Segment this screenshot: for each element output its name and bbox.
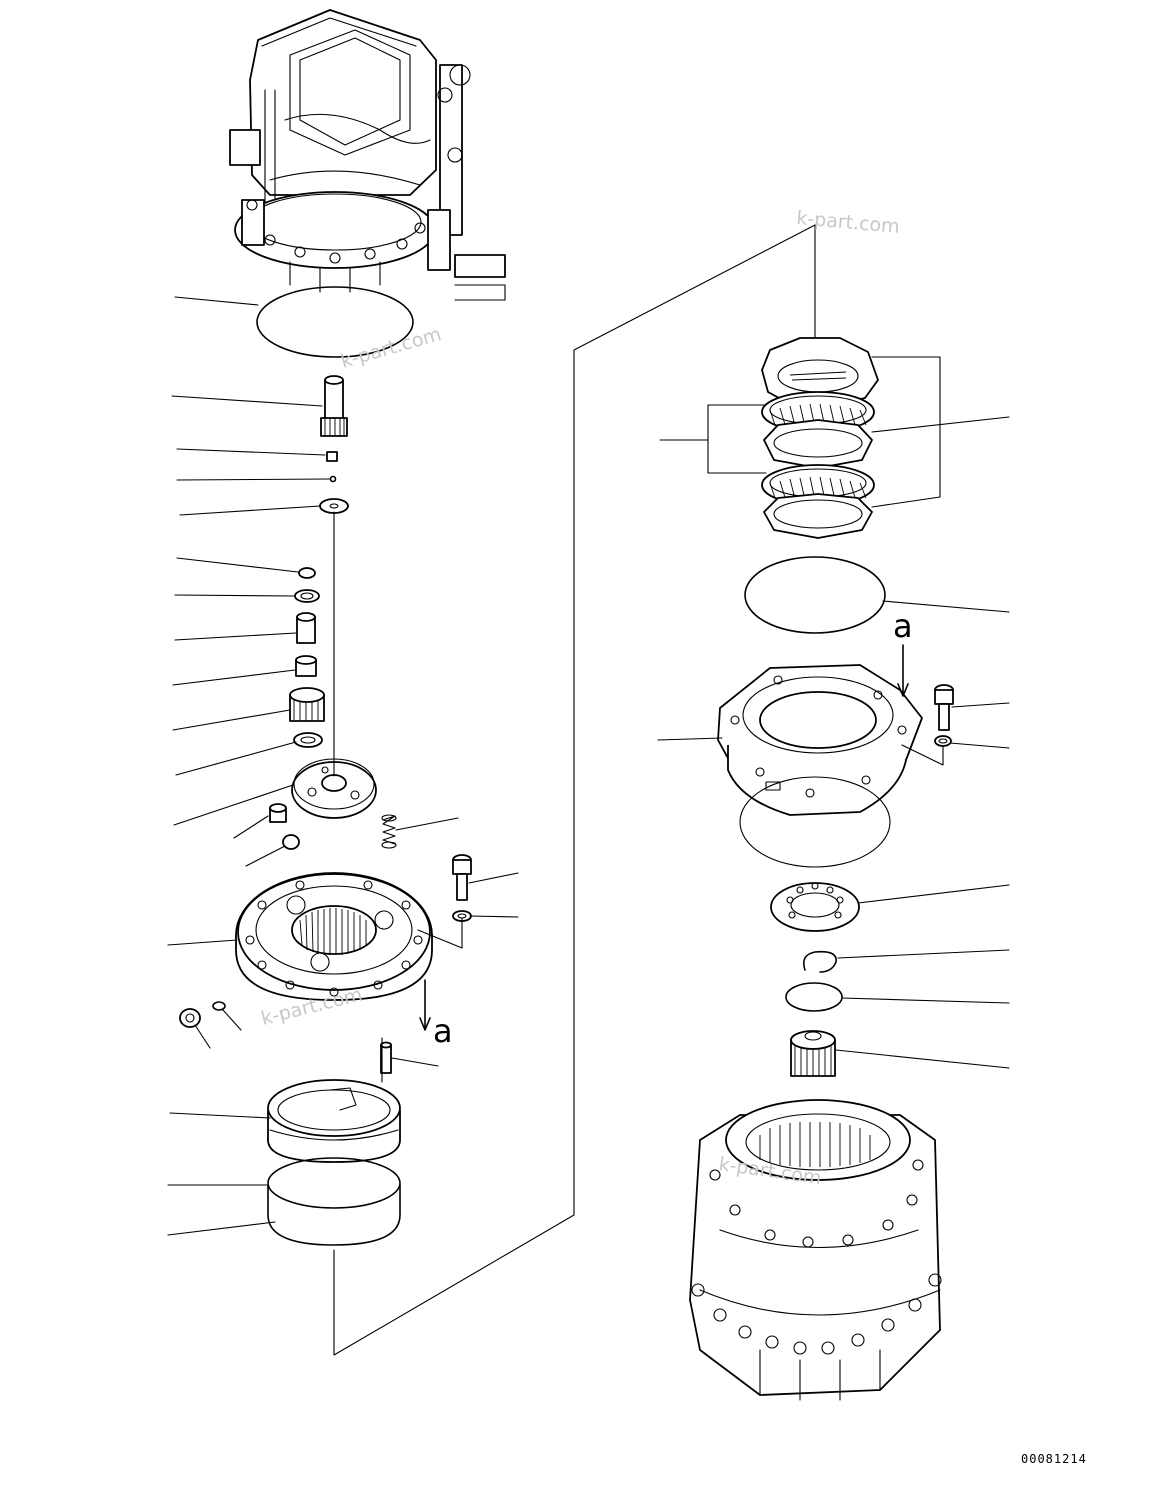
o-ring-small [298, 567, 316, 579]
roller-bearing [289, 687, 325, 722]
drain-plug [179, 1008, 201, 1028]
drive-shaft [320, 375, 348, 437]
dowel-pin [380, 1041, 392, 1074]
steel-ball [329, 475, 337, 483]
right-column-parts [689, 337, 954, 1401]
brake-o-ring [744, 556, 886, 634]
brake-housing-flange [235, 872, 433, 1001]
o-ring-large [256, 286, 414, 358]
section-marker-left: a [433, 1012, 453, 1050]
spacer-washer [293, 732, 323, 748]
leader-lines [167, 296, 1010, 1236]
gearbox-casing [689, 1099, 942, 1401]
seal-ring [294, 589, 320, 603]
left-column-parts [179, 286, 472, 1246]
plug-bolt [269, 803, 287, 823]
watermark-top-right: k-part.com [796, 207, 901, 238]
separator-plate-3 [763, 493, 873, 539]
housing-seal-ring [739, 776, 891, 868]
ring-gear-housing [717, 664, 923, 816]
swing-motor-assembly [229, 9, 506, 301]
drawing-number: 00081214 [1021, 1452, 1087, 1466]
oil-seal [267, 1157, 401, 1246]
thrust-washer [319, 498, 349, 514]
housing-washer [934, 735, 952, 747]
center-lines [333, 224, 944, 1356]
separator-plate-2 [763, 419, 873, 469]
small-collar [326, 451, 338, 462]
watermark-upper-left: k-part.com [338, 323, 444, 373]
main-bearing [770, 882, 860, 932]
drain-o-ring [212, 1001, 226, 1011]
spring [381, 814, 397, 849]
spacer-tube [296, 612, 316, 644]
snap-ring [802, 950, 837, 973]
friction-plate-2 [761, 464, 875, 506]
separator-plate-1 [761, 337, 879, 407]
needle-bearing [295, 655, 317, 677]
thrust-ring [785, 982, 843, 1012]
lower-housing-ring [267, 1079, 401, 1163]
ball-plug [282, 834, 300, 850]
housing-bolt [934, 684, 954, 731]
socket-bolt [452, 854, 472, 901]
section-marker-right: a [893, 607, 913, 645]
sun-gear [790, 1030, 836, 1077]
